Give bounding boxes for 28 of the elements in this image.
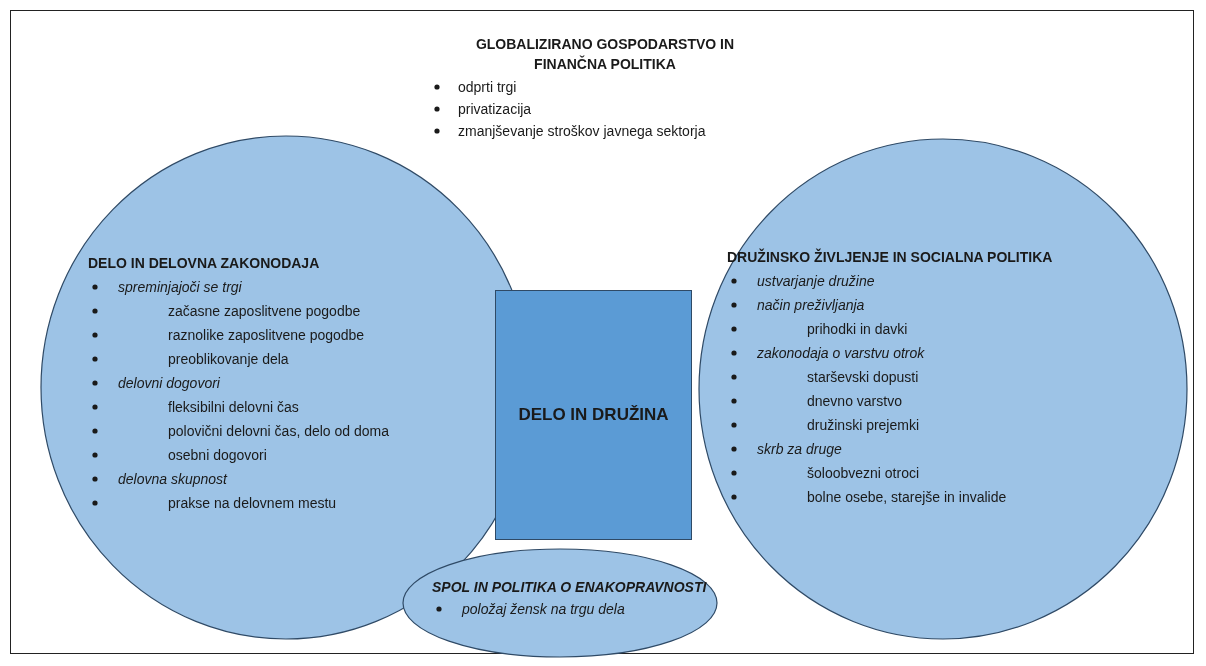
- list-item: zmanjševanje stroškov javnega sektorja: [458, 122, 706, 140]
- circle-heading: DRUŽINSKO ŽIVLJENJE IN SOCIALNA POLITIKA: [727, 248, 1053, 266]
- list-item: raznolike zaposlitvene pogodbe: [168, 326, 365, 344]
- list-item: delovna skupnost: [118, 470, 227, 488]
- list-item: zakonodaja o varstvu otrok: [757, 344, 925, 362]
- list-item: odprti trgi: [458, 78, 517, 96]
- center-title: DELO IN DRUŽINA: [517, 404, 670, 426]
- list-item: prakse na delovnem mestu: [168, 494, 337, 512]
- list-item: bolne osebe, starejše in invalide: [807, 488, 1007, 506]
- list-item: polovični delovni čas, delo od doma: [168, 422, 390, 440]
- list-item: začasne zaposlitvene pogodbe: [168, 302, 361, 320]
- list-item: dnevno varstvo: [807, 392, 902, 410]
- circle-heading: DELO IN DELOVNA ZAKONODAJA: [88, 254, 320, 272]
- list-item: način preživljanja: [757, 296, 865, 314]
- list-item: položaj žensk na trgu dela: [462, 600, 625, 618]
- list-item: šoloobvezni otroci: [807, 464, 920, 482]
- ellipse-heading: SPOL IN POLITIKA O ENAKOPRAVNOSTI: [432, 578, 707, 596]
- list-item: družinski prejemki: [807, 416, 920, 434]
- list-item: delovni dogovori: [118, 374, 220, 392]
- list-item: starševski dopusti: [807, 368, 919, 386]
- list-item: spreminjajoči se trgi: [118, 278, 242, 296]
- list-item: privatizacija: [458, 100, 532, 118]
- list-item: prihodki in davki: [807, 320, 908, 338]
- list-item: skrb za druge: [757, 440, 842, 458]
- list-item: fleksibilni delovni čas: [168, 398, 299, 416]
- list-item: preoblikovanje dela: [168, 350, 289, 368]
- list-item: ustvarjanje družine: [757, 272, 875, 290]
- list-item: osebni dogovori: [168, 446, 267, 464]
